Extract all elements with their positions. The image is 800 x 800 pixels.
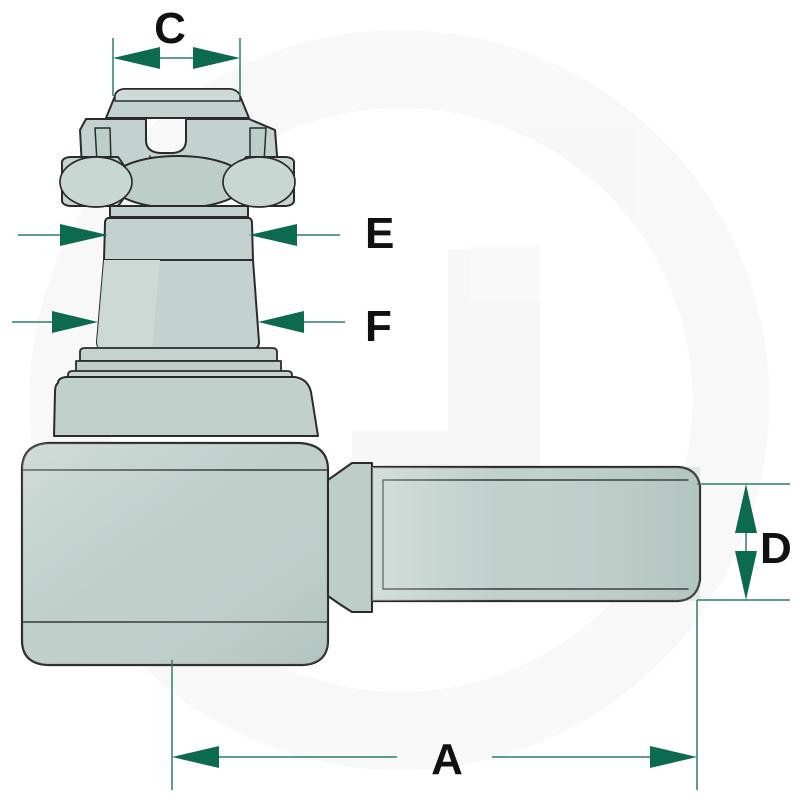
dimension-label-C: C	[154, 4, 186, 53]
castellated-nut	[59, 88, 296, 218]
dimension-annotations	[12, 38, 790, 790]
seal-rings	[67, 347, 293, 382]
stud-taper-upper	[103, 217, 254, 261]
ball-joint-housing	[20, 441, 330, 667]
dimension-label-D: D	[760, 524, 792, 573]
shank-neck	[327, 462, 373, 613]
dimension-labels: C E F D A	[154, 4, 792, 784]
dimension-A	[171, 600, 698, 790]
dimension-C	[112, 38, 241, 96]
dimension-D	[697, 483, 790, 601]
dimension-label-A: A	[431, 735, 463, 784]
watermark-logo	[29, 30, 770, 770]
dimension-E	[18, 224, 340, 246]
tie-rod-end-part	[20, 88, 702, 667]
dimension-F	[12, 311, 345, 333]
threaded-shank	[370, 465, 702, 603]
dimension-label-E: E	[365, 209, 394, 258]
dimension-label-F: F	[365, 302, 392, 351]
housing-shoulder	[53, 376, 319, 437]
